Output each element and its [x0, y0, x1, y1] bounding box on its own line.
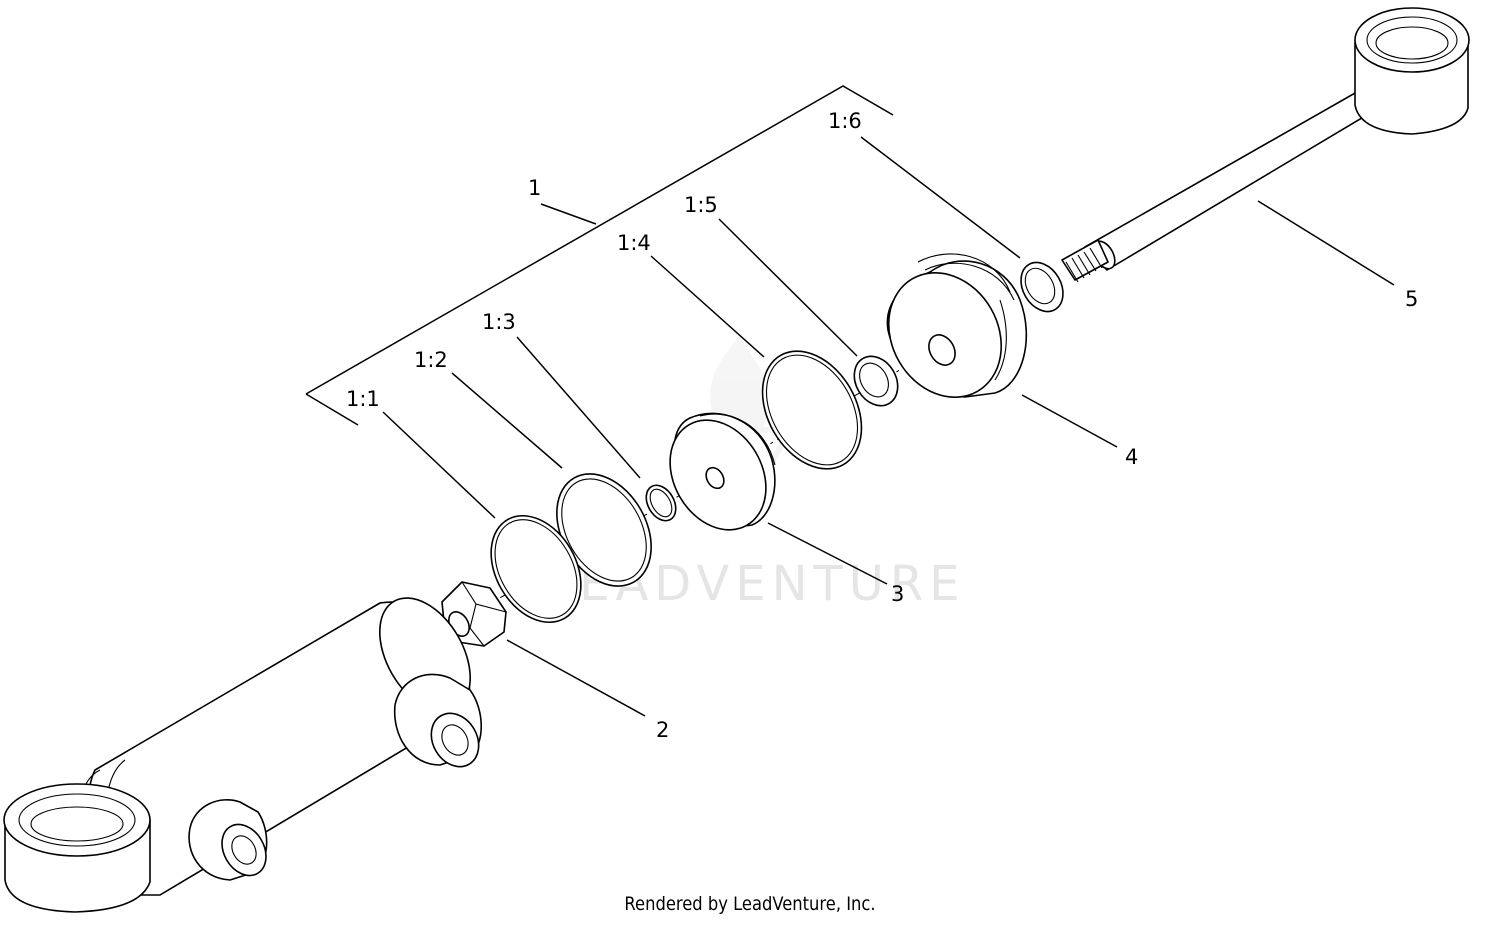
leader-1-3 [516, 336, 641, 479]
leader-1-6 [860, 136, 1021, 259]
callout-1-6: 1:6 [828, 109, 862, 133]
callout-2: 2 [656, 718, 669, 742]
piston[interactable] [651, 403, 785, 547]
ring-1-1[interactable] [473, 500, 599, 639]
o-ring-1-3[interactable] [640, 480, 682, 526]
callout-1-4: 1:4 [617, 231, 651, 255]
leader-lines [382, 136, 1395, 717]
render-credit: Rendered by LeadVenture, Inc. [624, 893, 876, 915]
callout-labels: 1 1:1 1:2 1:3 1:4 1:5 1:6 2 3 4 5 [346, 109, 1418, 742]
callout-1: 1 [528, 176, 541, 200]
callout-1-bracket [305, 85, 894, 426]
leader-1-1 [382, 411, 496, 519]
callout-1-5: 1:5 [684, 193, 718, 217]
leader-4 [1021, 394, 1118, 448]
leader-5 [1257, 200, 1395, 286]
callout-5: 5 [1405, 287, 1418, 311]
bushing-1-5[interactable] [846, 348, 907, 413]
callout-1-2: 1:2 [414, 348, 448, 372]
leader-3 [767, 522, 888, 585]
callout-1-3: 1:3 [482, 310, 516, 334]
rod-thread [1065, 247, 1103, 283]
cylinder-barrel[interactable] [3, 582, 489, 913]
cylinder-head[interactable] [867, 252, 1028, 418]
leader-2 [506, 639, 646, 717]
leader-1-4 [650, 255, 765, 358]
seal-1-6[interactable] [1013, 255, 1072, 319]
callout-1-1: 1:1 [346, 387, 380, 411]
callout-3: 3 [891, 582, 904, 606]
callout-4: 4 [1125, 445, 1138, 469]
piston-rod[interactable] [1061, 7, 1470, 283]
o-ring-1-4[interactable] [742, 333, 881, 486]
leader-1-2 [451, 372, 563, 469]
leader-1-5 [718, 218, 858, 357]
